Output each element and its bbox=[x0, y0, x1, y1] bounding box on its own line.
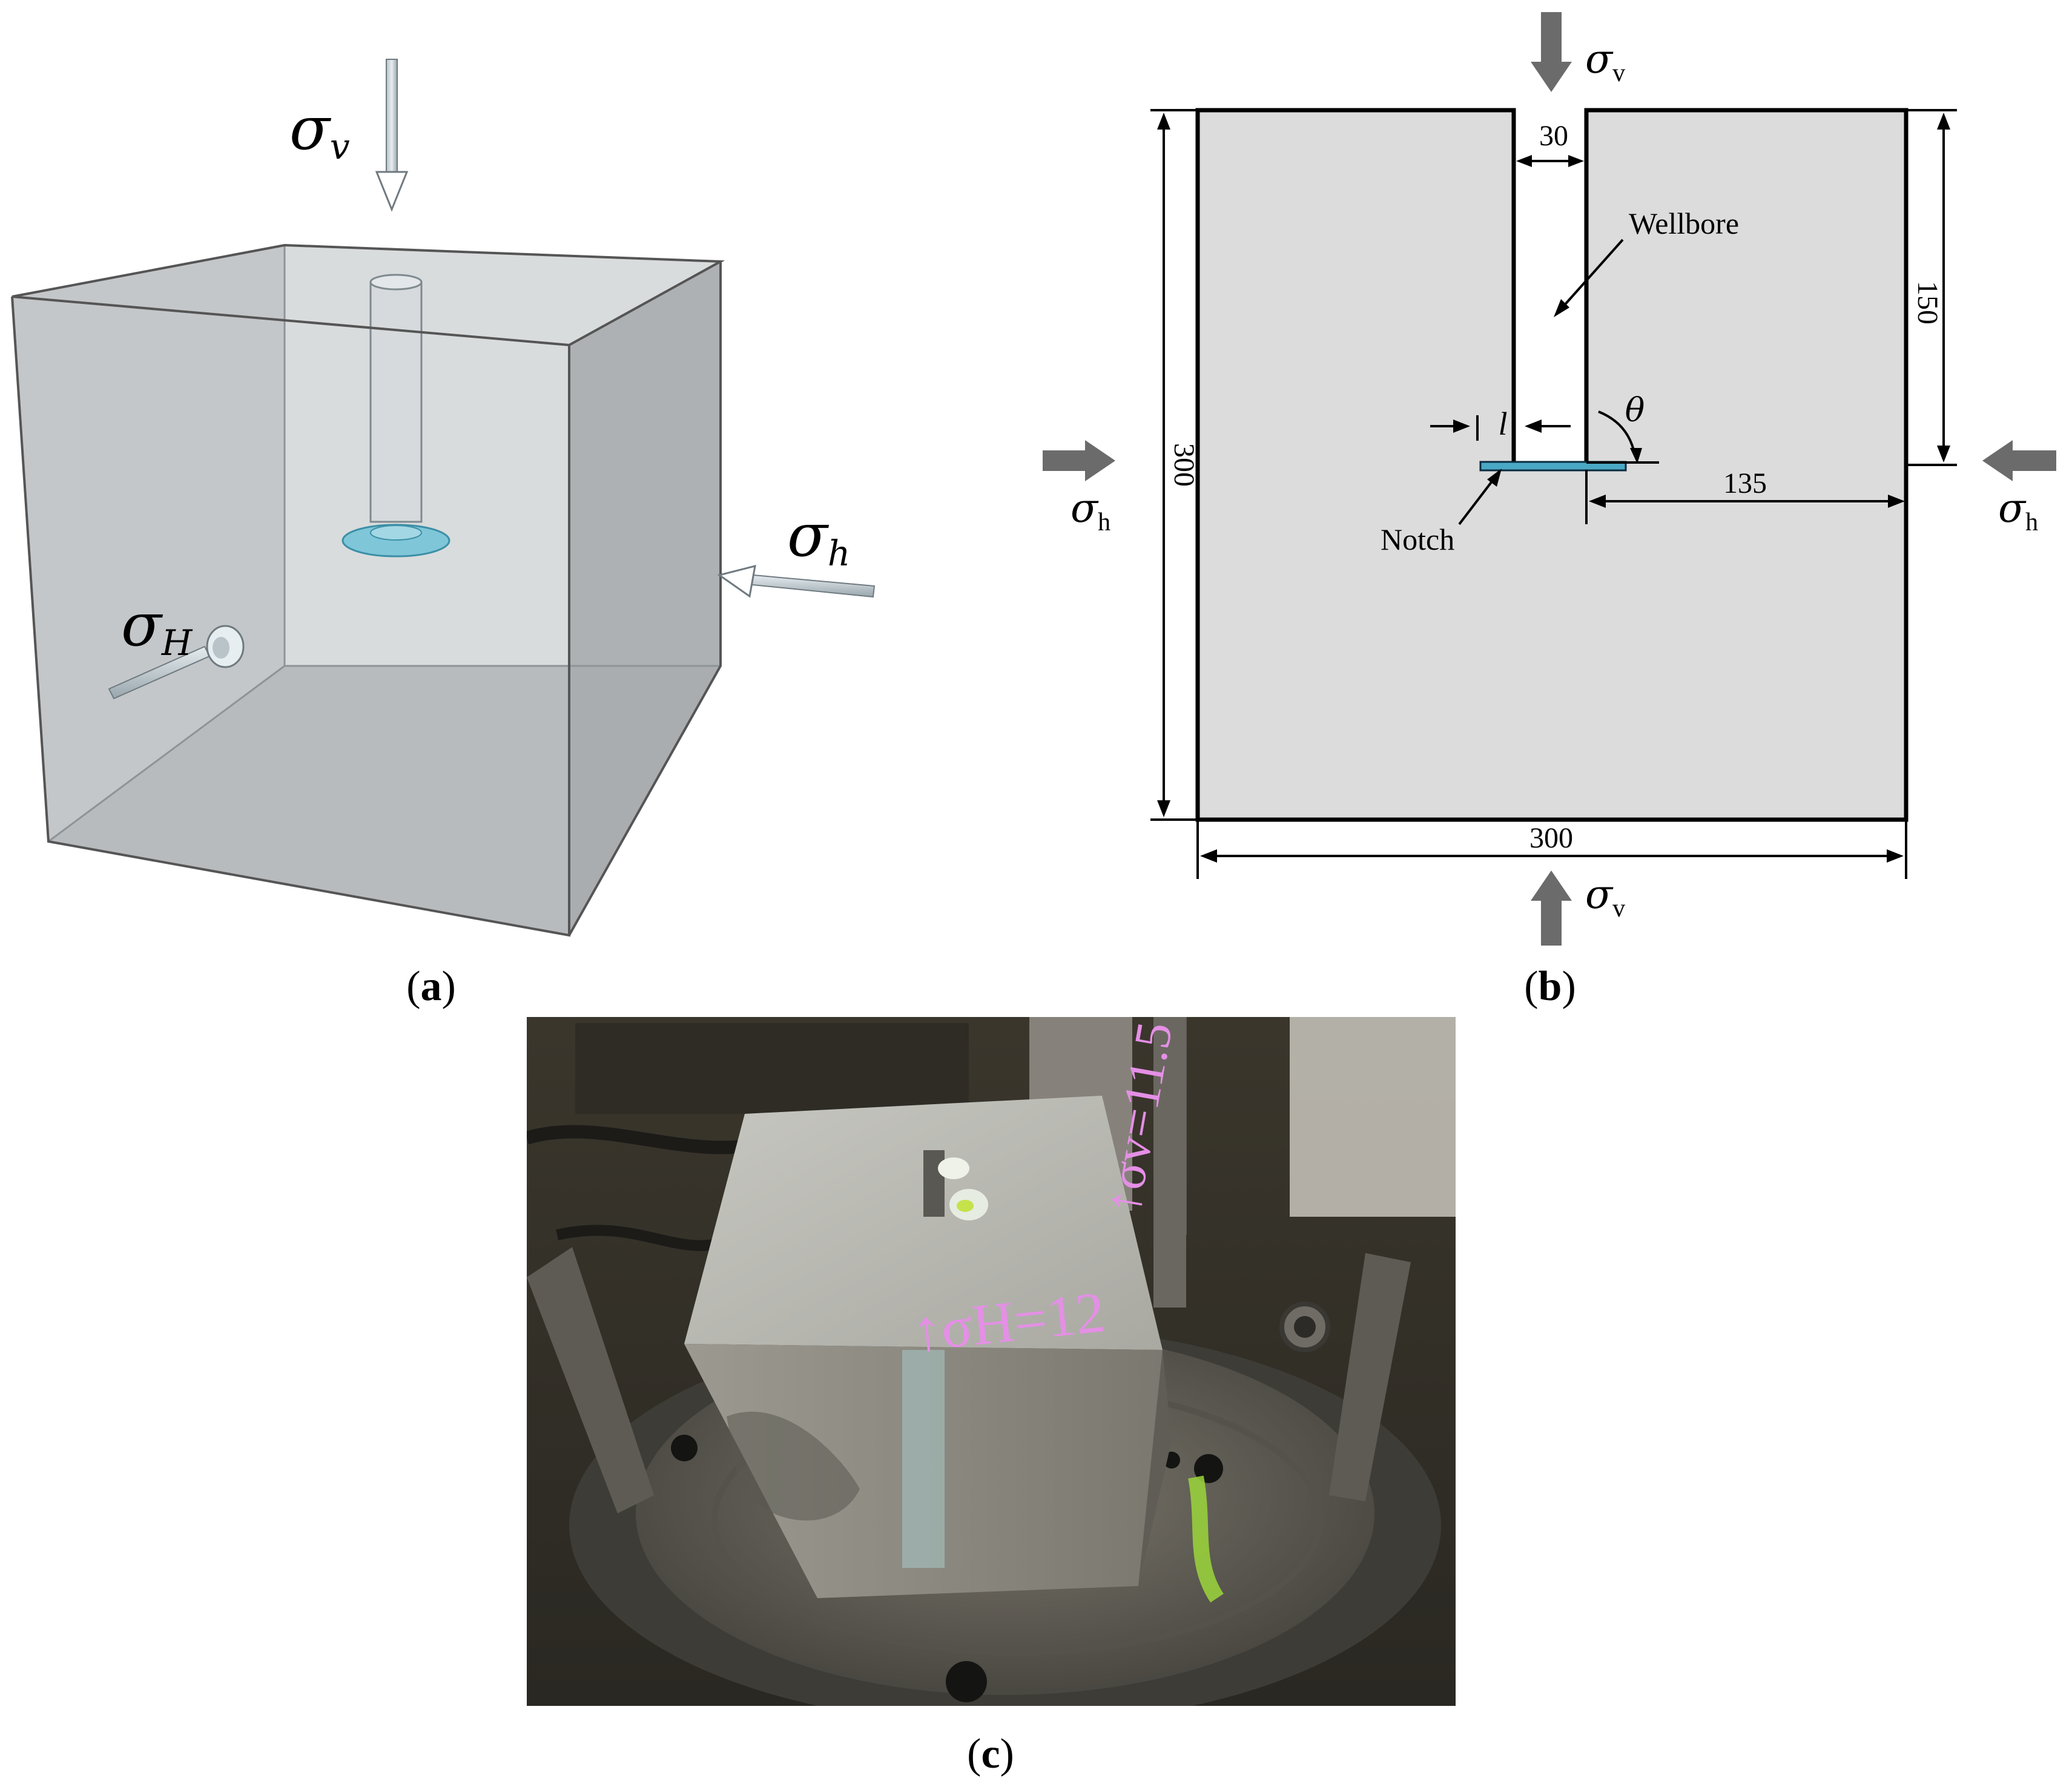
cube-floor bbox=[48, 666, 721, 935]
panel-c-caption: (c) bbox=[967, 1731, 1014, 1777]
panel-b-sigma-v-top-arrow bbox=[1531, 12, 1572, 92]
dim-notch-length bbox=[1430, 415, 1571, 441]
specimen-block bbox=[1195, 108, 1909, 822]
panel-b-specimen bbox=[1195, 108, 1909, 822]
dim-150-right bbox=[1906, 109, 1957, 466]
wellbore-label: Wellbore bbox=[1629, 206, 1739, 240]
panel-a-sigma-H-label: σH bbox=[121, 591, 193, 663]
concrete-block-top bbox=[684, 1096, 1163, 1350]
panel-b-sigma-h-left-arrow bbox=[1043, 440, 1115, 481]
dim-wellbore-width bbox=[1516, 155, 1584, 167]
panel-a-cube bbox=[11, 243, 725, 937]
theta-angle bbox=[1586, 410, 1659, 464]
panel-b-sigma-v-bottom-arrow bbox=[1531, 870, 1572, 946]
panel-a-caption: (a) bbox=[406, 963, 456, 1010]
panel-b-caption: (b) bbox=[1524, 963, 1576, 1010]
panel-a-sigma-v-label: σv bbox=[289, 94, 350, 167]
notch bbox=[1479, 461, 1627, 472]
panel-b-sigma-h-right-label: σh bbox=[1998, 485, 2038, 536]
dim-150-label: 150 bbox=[1912, 281, 1944, 324]
panel-b-sigma-v-top-label: σv bbox=[1585, 36, 1625, 87]
theta-label: θ bbox=[1625, 391, 1645, 429]
wellbore-cylinder bbox=[341, 274, 450, 558]
cube-right-face bbox=[569, 262, 721, 935]
panel-a-sigma-h-label: σh bbox=[787, 501, 850, 574]
panel-c-photo: ↑σH=12 ↑σv=11.5 bbox=[527, 1017, 1456, 1706]
dim-135-label: 135 bbox=[1723, 467, 1767, 499]
notch-leader bbox=[1458, 469, 1502, 525]
panel-a-sigma-H-arrow bbox=[108, 625, 245, 700]
notch-label: Notch bbox=[1381, 522, 1454, 556]
panel-b-sigma-h-right-arrow bbox=[1982, 440, 2056, 481]
dim-l-label: l bbox=[1498, 406, 1507, 442]
panel-a-sigma-h-arrow bbox=[717, 564, 876, 598]
panel-a-sigma-v-arrow bbox=[375, 59, 409, 212]
dim-height-left bbox=[1150, 109, 1198, 821]
panel-b-sigma-v-bottom-label: σv bbox=[1585, 871, 1625, 923]
panel-b-sigma-h-left-label: σh bbox=[1071, 485, 1110, 536]
wellbore-leader bbox=[1554, 239, 1624, 317]
cube-left-face bbox=[12, 245, 285, 841]
dim-30-label: 30 bbox=[1539, 120, 1568, 152]
dim-135 bbox=[1585, 470, 1905, 524]
dim-width-bottom bbox=[1196, 820, 1907, 879]
dim-300-vertical-label: 300 bbox=[1168, 443, 1200, 487]
dim-300-bottom-label: 300 bbox=[1529, 822, 1573, 854]
